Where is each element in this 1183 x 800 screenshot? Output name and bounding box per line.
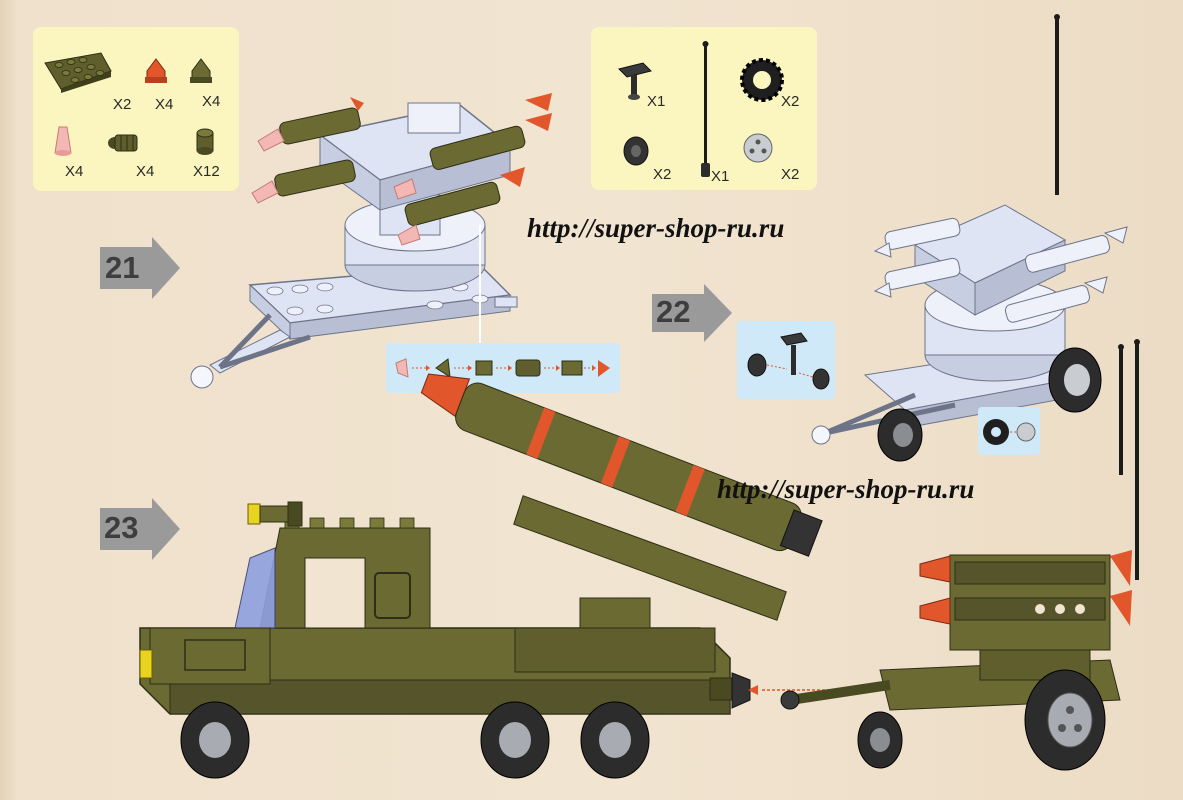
step-21-number: 21: [105, 250, 140, 285]
qty-tire: X2: [781, 93, 800, 110]
qty-missile-body: X4: [136, 163, 155, 180]
step-22-arrow: [652, 284, 732, 342]
wheel-assembly-callout: [978, 407, 1040, 455]
missile-nose-green-icon: [190, 58, 212, 83]
step-21-arrow: [100, 237, 180, 299]
axle-holder-icon: [618, 62, 652, 100]
parts-list-step-22: X1 X1 X2 X2 X2: [591, 27, 817, 190]
missile-assembly-callout: [386, 343, 620, 393]
qty-wheel-black: X2: [653, 166, 672, 183]
qty-antenna: X1: [711, 168, 730, 185]
step-22-launcher-model: [811, 14, 1128, 475]
qty-wedge-plate: X2: [113, 96, 132, 113]
axle-assembly-sequence: [747, 332, 830, 390]
qty-missile-nose-green: X4: [202, 93, 221, 110]
missile-assembly-sequence: [395, 358, 610, 378]
step-21-launcher-model: [190, 93, 552, 389]
step-23-number: 23: [104, 510, 139, 545]
wheel-hub-icon: [743, 133, 773, 163]
watermark-url-top[interactable]: http://super-shop-ru.ru: [527, 213, 785, 243]
antenna-icon: [701, 41, 710, 177]
missile-body-icon: [108, 134, 138, 152]
tire-icon: [740, 58, 784, 102]
transparent-cone-icon: [54, 126, 72, 156]
qty-axle-holder: X1: [647, 93, 666, 110]
round-brick-icon: [196, 128, 214, 155]
step-23-arrow: [100, 498, 180, 560]
axle-assembly-callout: [737, 321, 835, 399]
qty-transparent-cone: X4: [65, 163, 84, 180]
wheel-black-icon: [623, 136, 649, 166]
wedge-plate-icon: [44, 52, 112, 93]
qty-wheel-hub: X2: [781, 166, 800, 183]
step-23-truck-model: [139, 373, 840, 779]
step-23-trailer-model: [780, 339, 1140, 771]
wheel-assembly-sequence: [983, 419, 1036, 445]
step-22-number: 22: [656, 294, 691, 329]
watermark-url-bottom[interactable]: http://super-shop-ru.ru: [717, 474, 975, 504]
qty-round-brick: X12: [193, 163, 220, 180]
missile-nose-orange-icon: [145, 58, 167, 83]
parts-list-step-21: X2 X4 X4 X4 X4 X12: [33, 27, 239, 191]
qty-missile-nose-orange: X4: [155, 96, 174, 113]
